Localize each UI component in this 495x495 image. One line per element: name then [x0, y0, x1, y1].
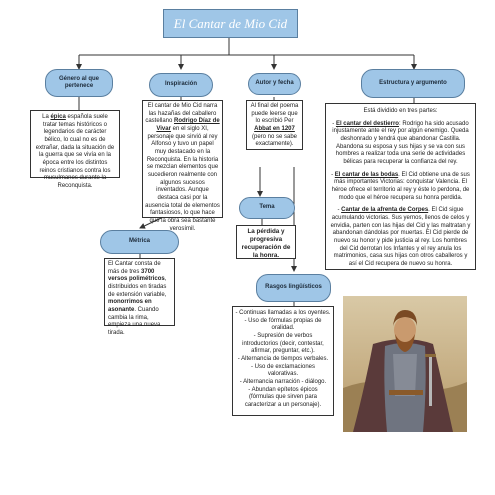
rasgo-item: - Uso de fórmulas propias de oralidad. [244, 317, 322, 332]
rasgos-description: - Continuas llamadas a los oyentes. - Us… [232, 306, 334, 416]
rasgo-item: - Uso de exclamaciones valorativas. [250, 363, 316, 378]
node-genero: Género al que pertenece [45, 69, 113, 97]
rasgo-item: - Abundan epítetos épicos (fórmulas que … [244, 386, 322, 409]
rasgo-item: - Alternancia narración - diálogo. [239, 379, 327, 386]
node-autor: Autor y fecha [248, 73, 301, 95]
estructura-part-2: - El cantar de las bodas. El Cid obtiene… [331, 171, 470, 201]
genero-description: La épica española suele tratar temas his… [30, 110, 120, 189]
rasgo-item: - Supresión de verbos introductorios (de… [242, 333, 324, 355]
tema-description: La pérdida y progresiva recuperación de … [236, 225, 296, 259]
node-estructura: Estructura y argumento [361, 69, 465, 98]
node-tema: Tema [239, 197, 295, 219]
node-metrica: Métrica [100, 230, 179, 254]
estructura-description: Está dividido en tres partes: - El canta… [325, 103, 476, 270]
node-inspiracion: Inspiración [149, 73, 213, 97]
el-cid-illustration [343, 296, 467, 432]
estructura-part-3: - Cantar de la afrenta de Corpes. El Cid… [330, 207, 471, 268]
map-title: El Cantar de Mio Cid [163, 9, 298, 38]
metrica-description: El Cantar consta de más de tres 3700 ver… [104, 258, 175, 336]
estructura-part-1: - El cantar del destierro: Rodrigo ha si… [332, 120, 469, 166]
estructura-intro: Está dividido en tres partes: [363, 108, 438, 114]
rasgo-item: - Continuas llamadas a los oyentes. [235, 310, 331, 316]
inspiracion-description: El cantar de Mio Cid narra las hazañas d… [142, 100, 223, 232]
node-rasgos: Rasgos lingüísticos [256, 274, 331, 302]
autor-description: Al final del poema puede leerse que lo e… [246, 100, 303, 150]
rasgo-item: - Alternancia de tiempos verbales. [237, 356, 329, 363]
